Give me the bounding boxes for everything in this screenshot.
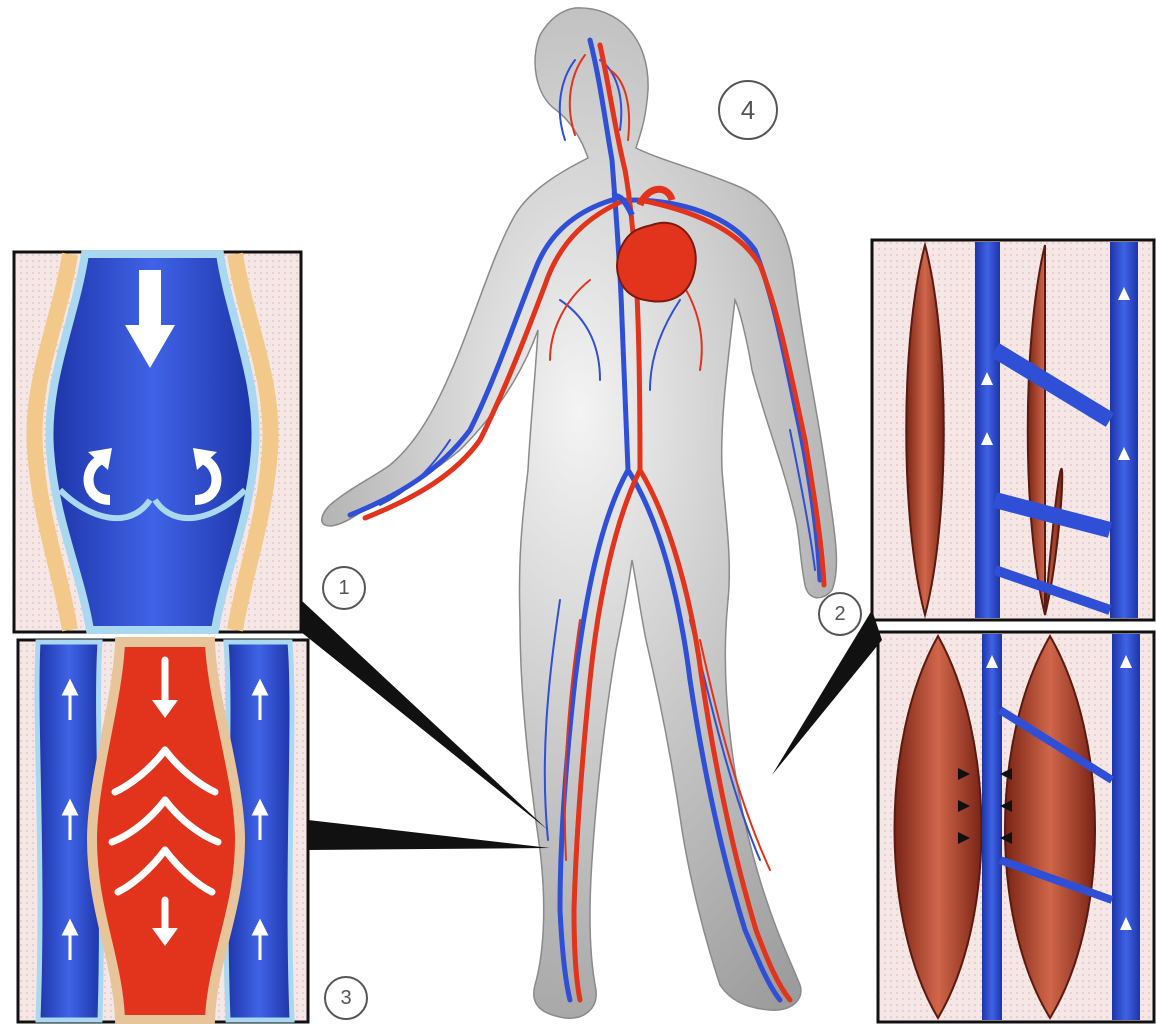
label-valve: 1	[322, 566, 366, 610]
human-body-figure	[322, 8, 837, 1018]
panel-artery-pulse	[18, 640, 308, 1022]
panel-muscle-contracted	[878, 632, 1154, 1022]
label-body: 4	[718, 80, 778, 140]
label-artery: 3	[324, 976, 368, 1020]
panel-muscle-relaxed	[872, 240, 1154, 620]
label-muscle-pump: 2	[818, 592, 862, 636]
panel-vein-valve	[14, 252, 301, 632]
